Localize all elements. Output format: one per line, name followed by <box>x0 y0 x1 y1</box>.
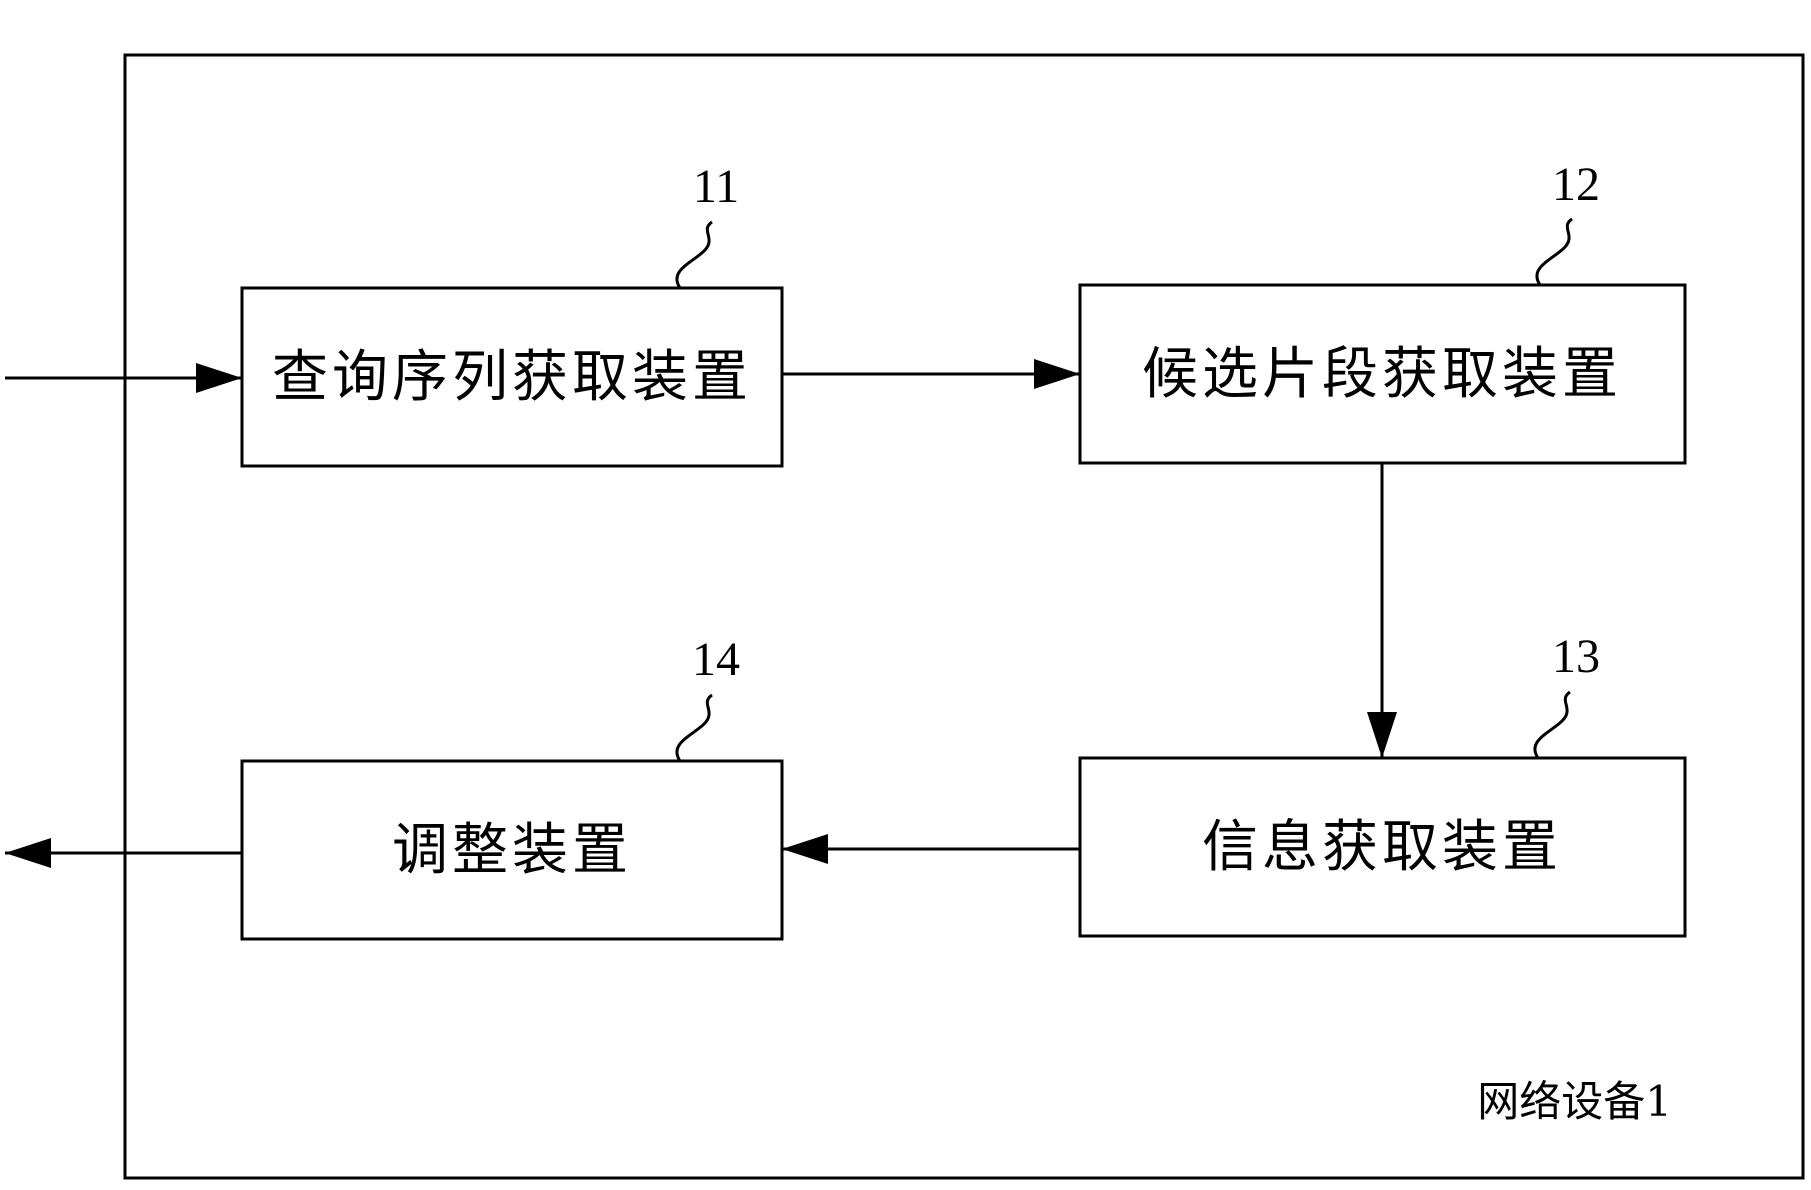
block-13-leader <box>1535 692 1570 758</box>
block-12-leader <box>1537 219 1572 285</box>
block-14-ref: 14 <box>692 633 740 686</box>
device-label: 网络设备1 <box>1477 1077 1672 1126</box>
block-11-ref: 11 <box>693 160 739 213</box>
block-11-leader <box>677 222 712 288</box>
block-12: 候选片段获取装置 12 <box>1080 158 1685 463</box>
device-frame <box>125 55 1803 1178</box>
block-11: 查询序列获取装置 11 <box>242 160 782 466</box>
block-12-ref: 12 <box>1552 158 1600 211</box>
block-14-leader <box>677 695 712 761</box>
block-14: 调整装置 14 <box>242 633 782 939</box>
block-11-label: 查询序列获取装置 <box>272 345 752 410</box>
block-13-ref: 13 <box>1552 630 1600 683</box>
block-14-label: 调整装置 <box>392 818 632 883</box>
block-12-label: 候选片段获取装置 <box>1142 342 1622 407</box>
block-13-label: 信息获取装置 <box>1202 815 1562 880</box>
